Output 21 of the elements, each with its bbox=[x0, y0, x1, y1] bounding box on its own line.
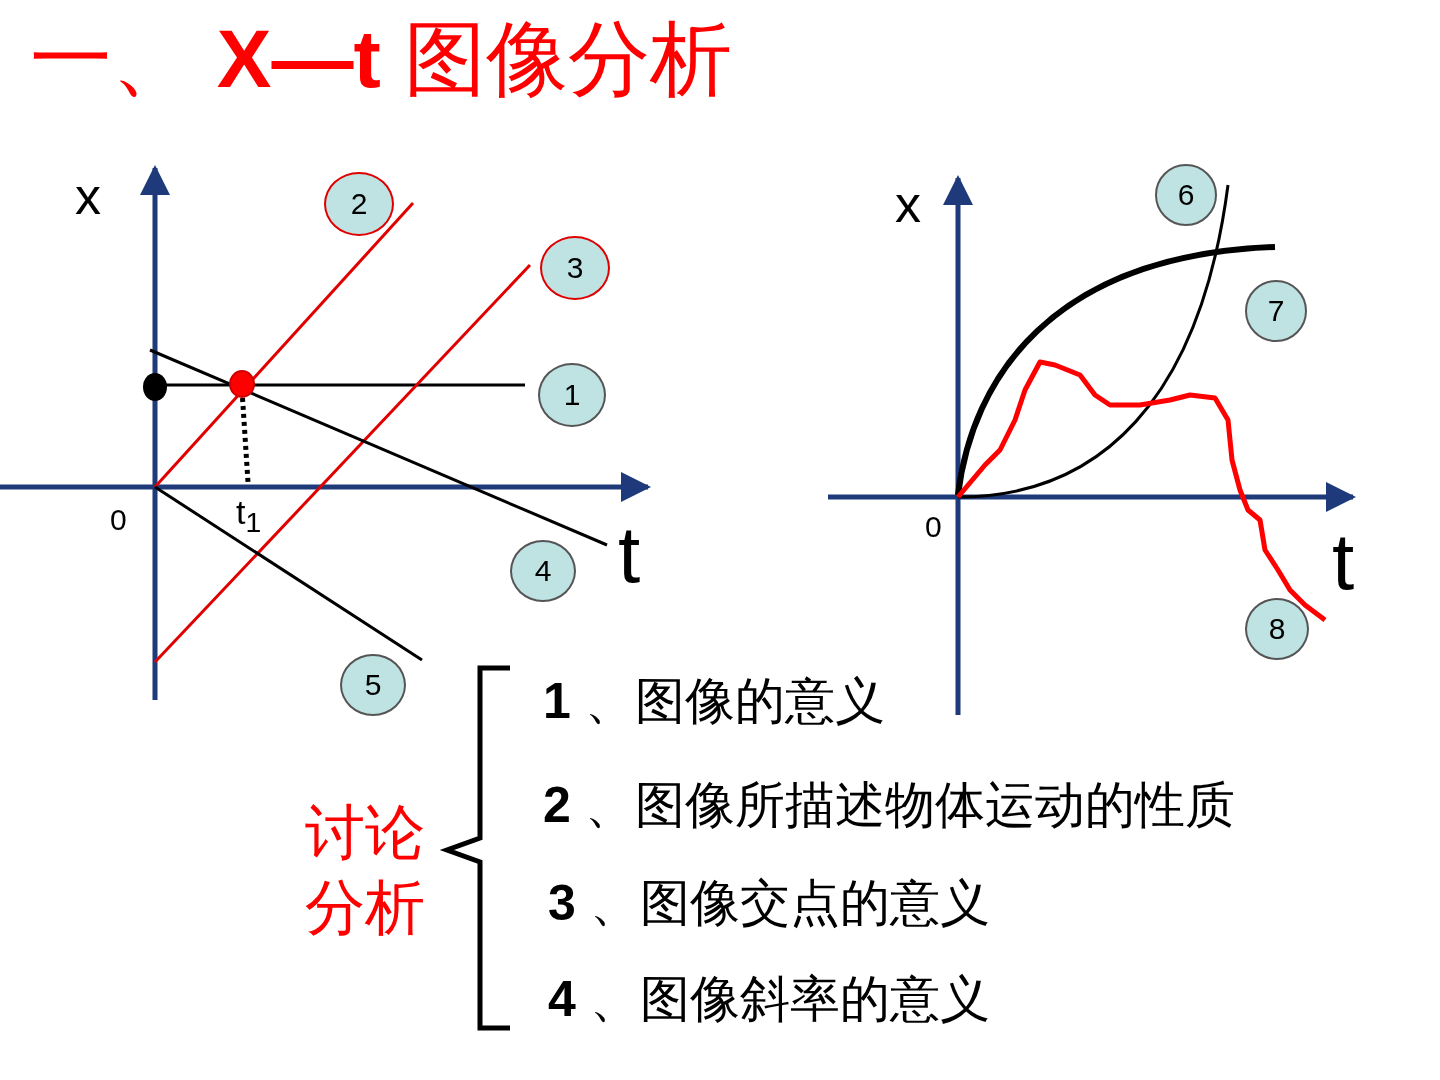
callout-number: 3 bbox=[540, 236, 610, 300]
axis-label: t bbox=[1332, 522, 1355, 602]
callout-number: 8 bbox=[1245, 598, 1309, 660]
origin-label: 0 bbox=[110, 505, 127, 535]
callout-number: 2 bbox=[324, 172, 394, 236]
heading-text: 讨论分析 bbox=[305, 798, 426, 943]
list-item: 2 、图像所描述物体运动的性质 bbox=[543, 780, 1235, 830]
axis-label: t bbox=[618, 515, 641, 595]
list-item: 1 、图像的意义 bbox=[543, 676, 885, 726]
origin-label: 0 bbox=[925, 512, 942, 542]
axis-label: x bbox=[895, 178, 921, 230]
list-item: 3 、图像交点的意义 bbox=[548, 878, 990, 928]
callout-number: 6 bbox=[1155, 164, 1217, 226]
callout-number: 4 bbox=[510, 540, 576, 602]
callout-number: 1 bbox=[538, 363, 606, 427]
list-item: 4 、图像斜率的意义 bbox=[548, 974, 990, 1024]
tick-label: t$_{1}$ bbox=[236, 495, 262, 537]
callout-number: 7 bbox=[1245, 280, 1307, 342]
title: 一、 X—t 图像分析 bbox=[30, 18, 732, 100]
callout-number: 5 bbox=[340, 654, 406, 716]
axis-label: x bbox=[75, 170, 101, 222]
